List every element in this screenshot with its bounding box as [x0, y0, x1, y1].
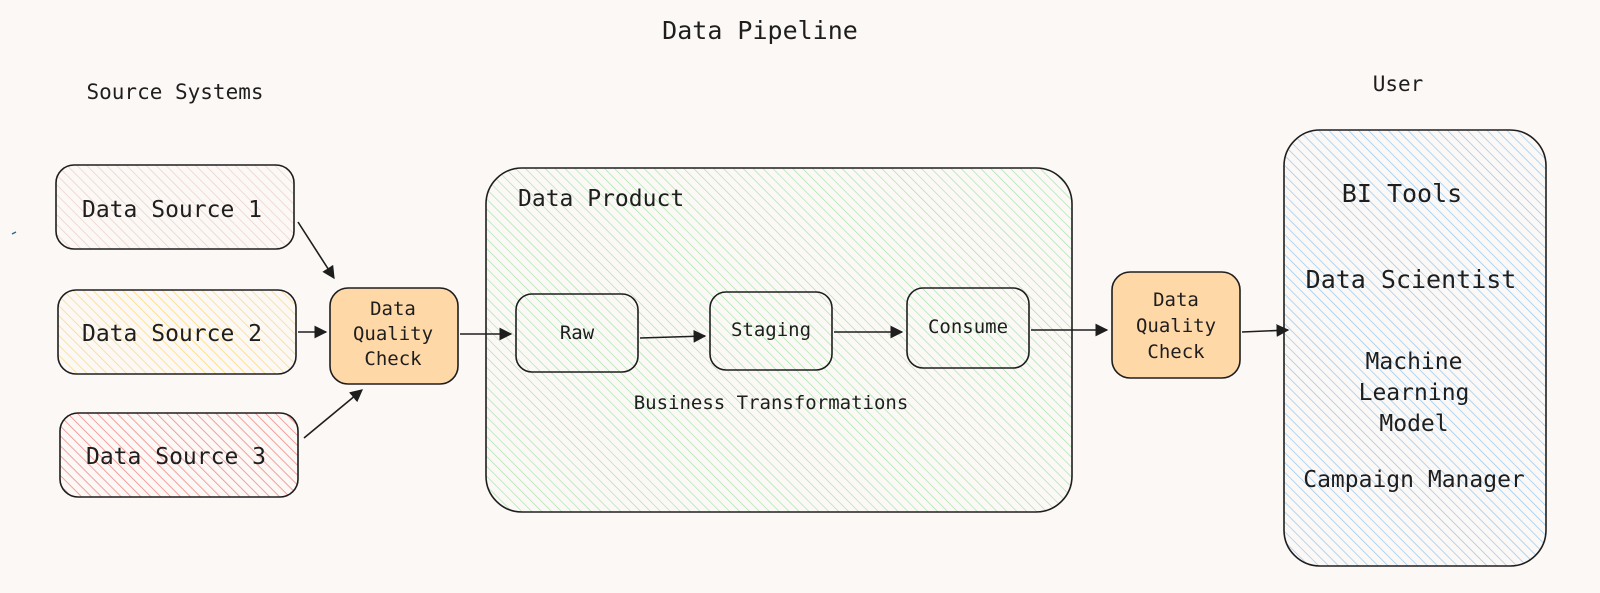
data-source-3-label: Data Source 3	[85, 444, 267, 470]
source-systems-heading: Source Systems	[86, 80, 264, 104]
data-source-1-box	[55, 164, 295, 250]
quality-check-right-box	[1111, 271, 1241, 379]
quality-check-left-box	[329, 287, 459, 385]
business-transformations-caption: Business Transformations	[633, 392, 909, 414]
data-source-2-box	[57, 289, 297, 375]
stage-staging-label: Staging	[730, 319, 812, 341]
arrow-source1-to-check	[297, 221, 335, 280]
arrow-check-to-user	[1241, 324, 1290, 337]
user-item-campaign-manager: Campaign Manager	[1303, 467, 1525, 493]
stage-raw-box	[515, 293, 639, 373]
user-item-ml-model: Machine Learning Model	[1358, 349, 1470, 437]
arrow-source3-to-check	[303, 389, 363, 439]
user-heading: User	[1372, 72, 1424, 96]
stage-raw-label: Raw	[559, 322, 595, 344]
stage-consume-label: Consume	[927, 316, 1009, 338]
user-item-data-scientist: Data Scientist	[1305, 265, 1517, 294]
quality-check-right-label: Data Quality Check	[1135, 289, 1217, 363]
arrow-raw-to-staging	[639, 329, 707, 343]
data-product-box	[485, 167, 1073, 513]
stage-staging-box	[709, 291, 833, 371]
stray-mark	[11, 231, 17, 235]
data-source-3-box	[59, 412, 299, 498]
user-item-bi-tools: BI Tools	[1341, 179, 1463, 208]
quality-check-left-label: Data Quality Check	[352, 298, 434, 370]
user-panel-box	[1283, 129, 1547, 567]
stage-consume-box	[906, 287, 1030, 369]
data-source-2-label: Data Source 2	[81, 321, 263, 347]
diagram-title: Data Pipeline	[662, 16, 858, 45]
data-product-title: Data Product	[518, 186, 685, 212]
data-source-1-label: Data Source 1	[81, 197, 263, 223]
